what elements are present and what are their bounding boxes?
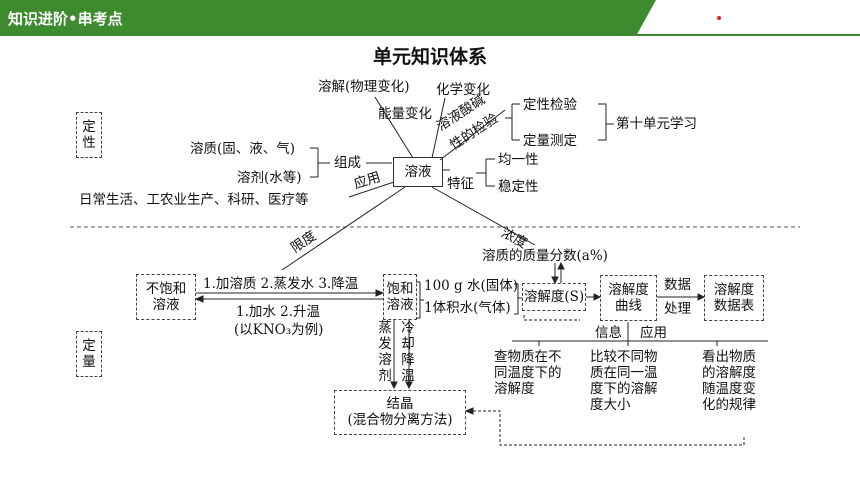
use-b-text: 比较不同物 质在同一温 度下的溶解 度大小 — [590, 349, 658, 413]
example-label: (以KNO₃为例) — [234, 322, 324, 338]
water-solid-label: 100 g 水(固体) — [424, 278, 519, 294]
section-banner: 知识进阶•串考点 — [0, 0, 860, 36]
dissolution-label: 溶解(物理变化) — [318, 79, 410, 95]
tag-qualitative: 定性 — [76, 112, 102, 158]
use-a-text: 查物质在不 同温度下的 溶解度 — [494, 349, 562, 397]
solvent-label: 溶剂(水等) — [237, 170, 302, 186]
banner-title: 知识进阶•串考点 — [8, 10, 123, 28]
qualitative-test-label: 定性检验 — [523, 97, 577, 113]
unsaturated-solution-node: 不饱和 溶液 — [136, 274, 196, 320]
crystallization-node: 结晶 (混合物分离方法) — [334, 390, 466, 435]
info-label: 信息 — [595, 325, 622, 341]
page-title: 单元知识体系 — [372, 46, 487, 68]
process-label: 处理 — [664, 301, 691, 317]
chemical-change-label: 化学变化 — [436, 82, 490, 98]
tag-quantitative: 定量 — [76, 331, 102, 377]
solute-label: 溶质(固、液、气) — [190, 141, 296, 157]
solubility-node: 溶解度(S) — [522, 283, 586, 311]
to-unsaturated-label: 1.加水 2.升温 — [236, 304, 321, 320]
to-saturated-label: 1.加溶质 2.蒸发水 3.降温 — [203, 276, 359, 292]
stability-label: 稳定性 — [498, 179, 539, 195]
saturated-solution-node: 饱和 溶液 — [383, 274, 417, 320]
daily-life-label: 日常生活、工农业生产、科研、医疗等 — [79, 192, 309, 208]
composition-label: 组成 — [334, 155, 361, 171]
solubility-curve-node: 溶解度 曲线 — [600, 275, 657, 321]
cool-label: 冷却降温 — [401, 320, 415, 384]
data-label: 数据 — [664, 277, 691, 293]
banner-shape — [0, 0, 860, 36]
use-label: 应用 — [640, 325, 667, 341]
solution-node: 溶液 — [393, 157, 443, 187]
feature-label: 特征 — [447, 176, 474, 192]
unit10-label: 第十单元学习 — [616, 116, 697, 132]
use-c-text: 看出物质 的溶解度 随温度变 化的规律 — [702, 349, 756, 413]
energy-change-label: 能量变化 — [378, 106, 432, 122]
mass-fraction-label: 溶质的质量分数(a%) — [482, 248, 608, 264]
solubility-table-node: 溶解度 数据表 — [704, 275, 764, 321]
volume-gas-label: 1体积水(气体) — [424, 300, 511, 316]
quantitative-test-label: 定量测定 — [523, 133, 577, 149]
uniformity-label: 均一性 — [498, 152, 539, 168]
evaporate-label: 蒸发溶剂 — [378, 320, 392, 384]
